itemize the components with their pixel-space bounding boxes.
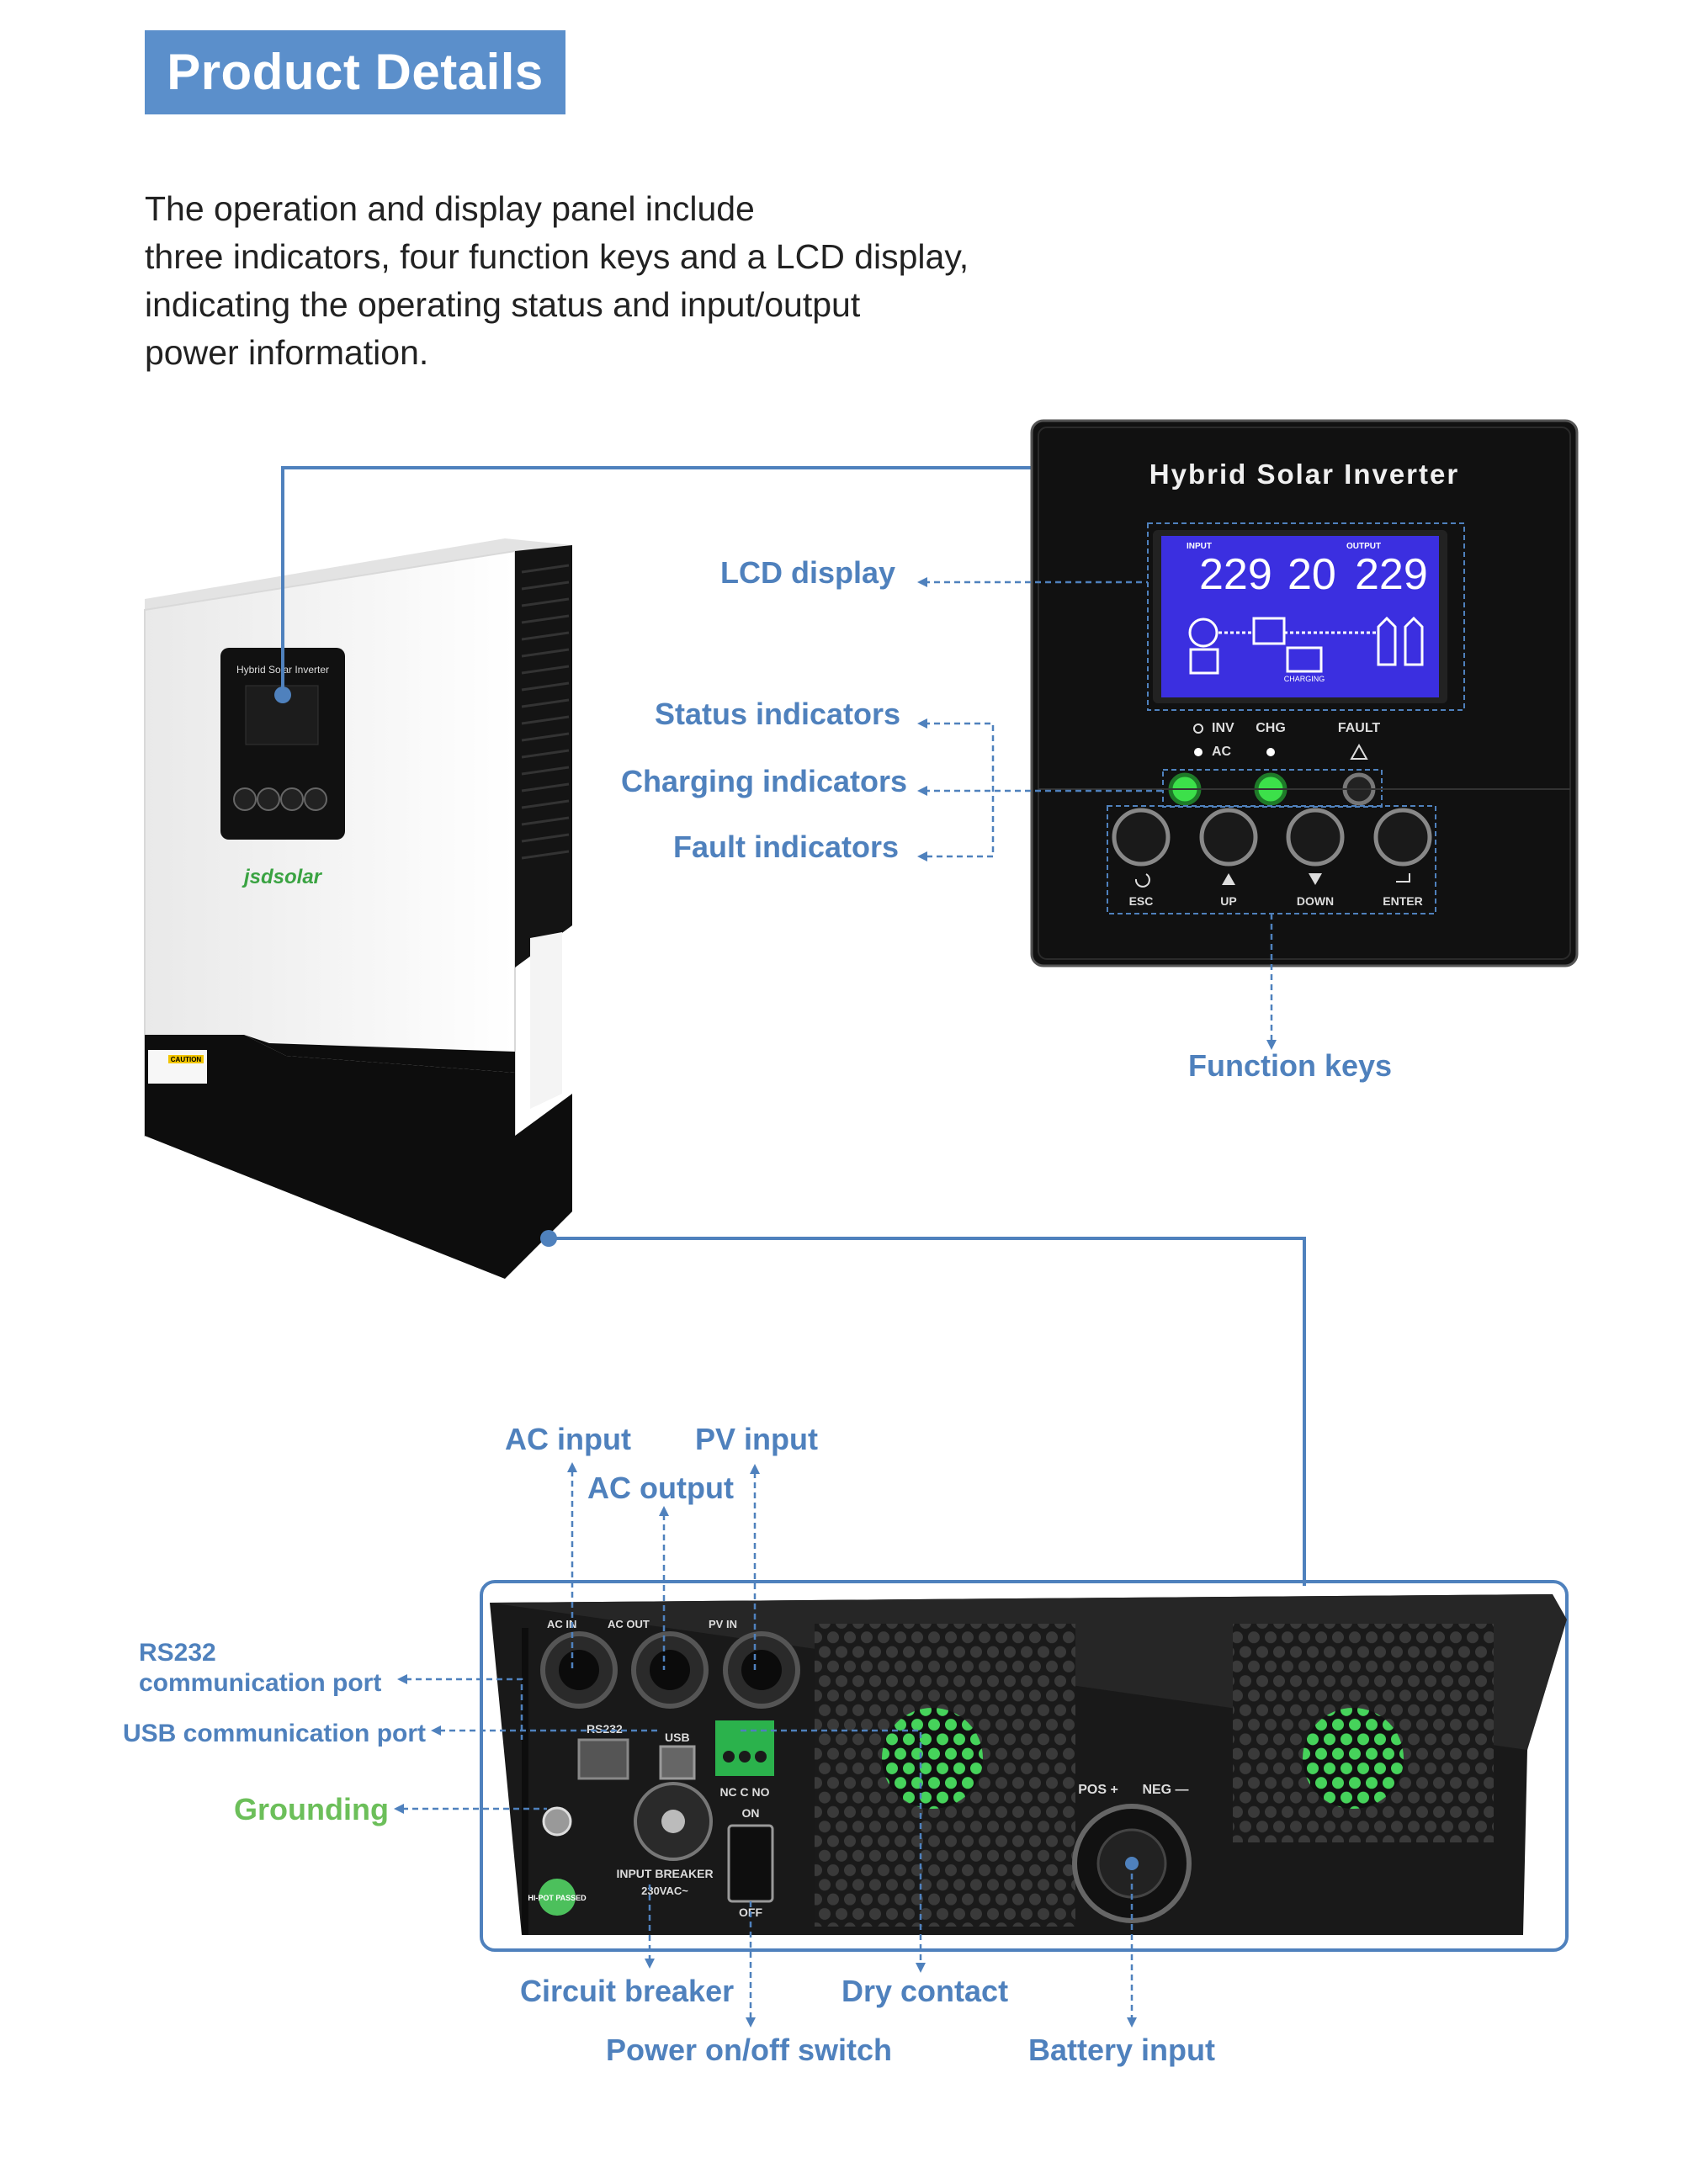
panel-leaders <box>924 580 1273 1042</box>
device-vents <box>521 564 570 860</box>
lcd-flow-icons <box>1188 616 1424 675</box>
enter-label: ENTER <box>1383 894 1422 908</box>
connector-lines <box>281 466 1306 1586</box>
callout-lcd-display: LCD display <box>720 555 896 590</box>
callout-rs232-line2: communication port <box>139 1669 382 1697</box>
fan-right <box>1303 1708 1404 1809</box>
intro-line: The operation and display panel include <box>145 189 755 228</box>
device-buttons <box>233 787 327 811</box>
ac-dot <box>1194 748 1203 756</box>
intro-line: power information. <box>145 333 429 372</box>
chg-dot <box>1266 748 1275 756</box>
dry-contact-pins-label: NC C NO <box>719 1785 769 1799</box>
callout-pv-input: PV input <box>695 1422 818 1456</box>
callout-fault-indicators: Fault indicators <box>673 830 900 864</box>
lcd-output-value: 229 <box>1355 550 1428 599</box>
neg-label: NEG — <box>1142 1783 1188 1797</box>
page-title: Product Details <box>145 30 565 114</box>
rear-leader-arrows <box>394 1462 1137 2028</box>
callout-dry-contact: Dry contact <box>842 1974 1009 2008</box>
panel-title: Hybrid Solar Inverter <box>1149 459 1459 490</box>
lcd-output-label: OUTPUT <box>1346 542 1381 551</box>
callout-status-indicators: Status indicators <box>655 697 901 731</box>
esc-icon <box>1134 873 1150 888</box>
inverter-device: CAUTION Hybrid Solar Inverter jsdsolar <box>144 538 572 1279</box>
ac-out-label: AC OUT <box>608 1618 650 1630</box>
down-arrow-icon <box>1309 873 1322 885</box>
pv-in-label: PV IN <box>709 1618 737 1630</box>
ac-in-label: AC IN <box>547 1618 576 1630</box>
indicator-ac-label: AC <box>1212 745 1232 759</box>
down-key[interactable] <box>1286 808 1345 867</box>
callout-grounding: Grounding <box>234 1792 389 1826</box>
enter-icon <box>1396 873 1410 883</box>
lcd-mid-value: 20 <box>1287 550 1336 599</box>
pos-label: POS + <box>1078 1783 1118 1797</box>
up-key[interactable] <box>1199 808 1258 867</box>
fan-left <box>882 1708 983 1809</box>
dry-contact-terminal[interactable] <box>715 1720 774 1776</box>
voltage-label: 230VAC~ <box>641 1884 688 1897</box>
grounding-screw <box>542 1806 572 1837</box>
rear-panel: AC IN AC OUT PV IN RS232 USB NC C NO HI-… <box>480 1580 1569 1952</box>
indicator-inv-label: INV <box>1212 721 1234 735</box>
esc-key[interactable] <box>1112 808 1171 867</box>
rear-leaders <box>402 1471 1134 2019</box>
power-switch[interactable] <box>727 1824 774 1903</box>
down-label: DOWN <box>1297 894 1334 908</box>
lcd-charging-label: CHARGING <box>1284 675 1325 683</box>
usb-port-label: USB <box>665 1731 690 1744</box>
up-arrow-icon <box>1222 873 1235 885</box>
intro-line: three indicators, four function keys and… <box>145 237 969 276</box>
function-keys: ESC UP DOWN ENTER <box>1107 805 1436 914</box>
callout-usb-port: USB communication port <box>123 1720 427 1747</box>
esc-label: ESC <box>1129 894 1154 908</box>
caution-text: CAUTION <box>171 1056 202 1063</box>
sun-icon <box>1193 724 1203 734</box>
callout-ac-input: AC input <box>505 1422 631 1456</box>
lcd-input-label: INPUT <box>1187 542 1212 551</box>
hipot-label: HI-POT PASSED <box>528 1894 587 1902</box>
input-breaker-label: INPUT BREAKER <box>616 1867 713 1880</box>
switch-on-label: ON <box>742 1806 760 1820</box>
indicator-fault-label: FAULT <box>1338 721 1381 735</box>
callout-battery-input: Battery input <box>1028 2033 1216 2067</box>
up-label: UP <box>1220 894 1236 908</box>
intro-line: indicating the operating status and inpu… <box>145 285 861 324</box>
rs232-port-label: RS232 <box>587 1722 623 1736</box>
warning-icon <box>1350 743 1368 760</box>
enter-key[interactable] <box>1373 808 1432 867</box>
intro-text: The operation and display panel include … <box>145 185 1155 377</box>
callout-function-keys: Function keys <box>1188 1048 1393 1083</box>
leader-arrows <box>917 577 1277 1050</box>
front-panel-closeup: Hybrid Solar Inverter INPUT OUTPUT 229 2… <box>1030 419 1579 967</box>
hipot-sticker <box>539 1879 576 1916</box>
cable-glands <box>540 1631 800 1709</box>
brand-logo: jsdsolar <box>242 866 323 888</box>
rs232-port[interactable] <box>577 1738 629 1780</box>
callout-rs232-line1: RS232 <box>139 1639 216 1667</box>
rear-frame <box>480 1580 1569 1952</box>
callout-power-switch: Power on/off switch <box>606 2033 893 2067</box>
lcd-input-value: 229 <box>1199 550 1272 599</box>
callout-ac-output: AC output <box>587 1471 734 1505</box>
usb-port[interactable] <box>659 1745 696 1780</box>
device-base <box>145 1035 572 1279</box>
side-sticker <box>530 932 562 1109</box>
indicator-chg-label: CHG <box>1256 721 1286 735</box>
callout-charging-indicators: Charging indicators <box>621 764 908 798</box>
callout-circuit-breaker: Circuit breaker <box>520 1974 735 2008</box>
